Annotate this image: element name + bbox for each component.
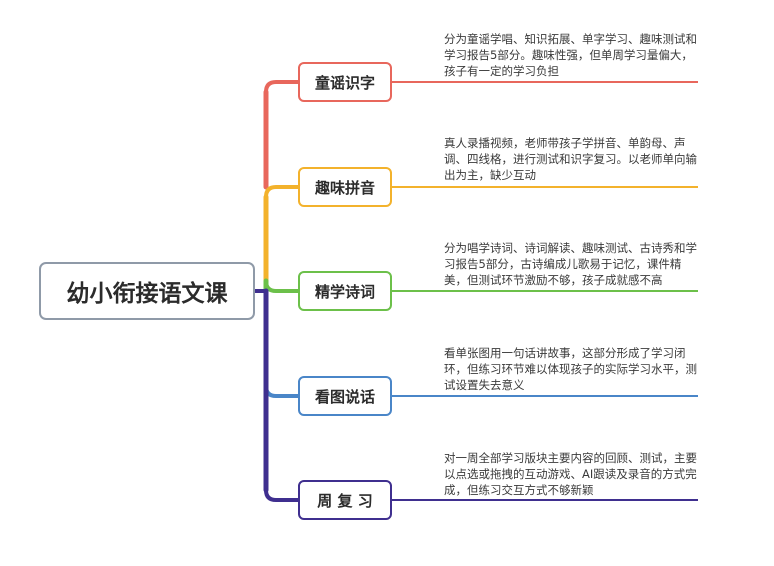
branch-node-2: 趣味拼音 <box>298 167 392 207</box>
root-node: 幼小衔接语文课 <box>39 262 255 320</box>
branch-node-1: 童谣识字 <box>298 62 392 102</box>
connector-tongyao <box>264 80 300 94</box>
connector-pinyin <box>264 185 300 199</box>
branch-label: 童谣识字 <box>314 73 375 92</box>
branch-label: 精学诗词 <box>314 282 375 301</box>
branch-node-5: 周 复 习 <box>298 480 392 520</box>
branch-node-4: 看图说话 <box>298 376 392 416</box>
connector-shici <box>264 279 300 293</box>
branch-node-3: 精学诗词 <box>298 271 392 311</box>
branch-label: 趣味拼音 <box>314 178 375 197</box>
root-label: 幼小衔接语文课 <box>66 281 228 307</box>
branch-label: 周 复 习 <box>317 491 373 510</box>
connector-kantu <box>264 384 300 398</box>
branch-description-4: 看单张图用一句话讲故事，这部分形成了学习闭环，但练习环节难以体现孩子的实际学习水… <box>444 346 697 392</box>
branch-description-2: 真人录播视频，老师带孩子学拼音、单韵母、声调、四线格，进行测试和识字复习。以老师… <box>444 136 697 182</box>
branch-description-3: 分为唱学诗词、诗词解读、趣味测试、古诗秀和学习报告5部分，古诗编成儿歌易于记忆，… <box>444 241 697 287</box>
connector-zhoufuxi <box>264 488 300 502</box>
branch-label: 看图说话 <box>314 387 375 406</box>
branch-description-5: 对一周全部学习版块主要内容的回顾、测试，主要以点选或拖拽的互动游戏、AI跟读及录… <box>444 451 697 497</box>
branch-description-1: 分为童谣学唱、知识拓展、单字学习、趣味测试和学习报告5部分。趣味性强，但单周学习… <box>444 32 697 78</box>
